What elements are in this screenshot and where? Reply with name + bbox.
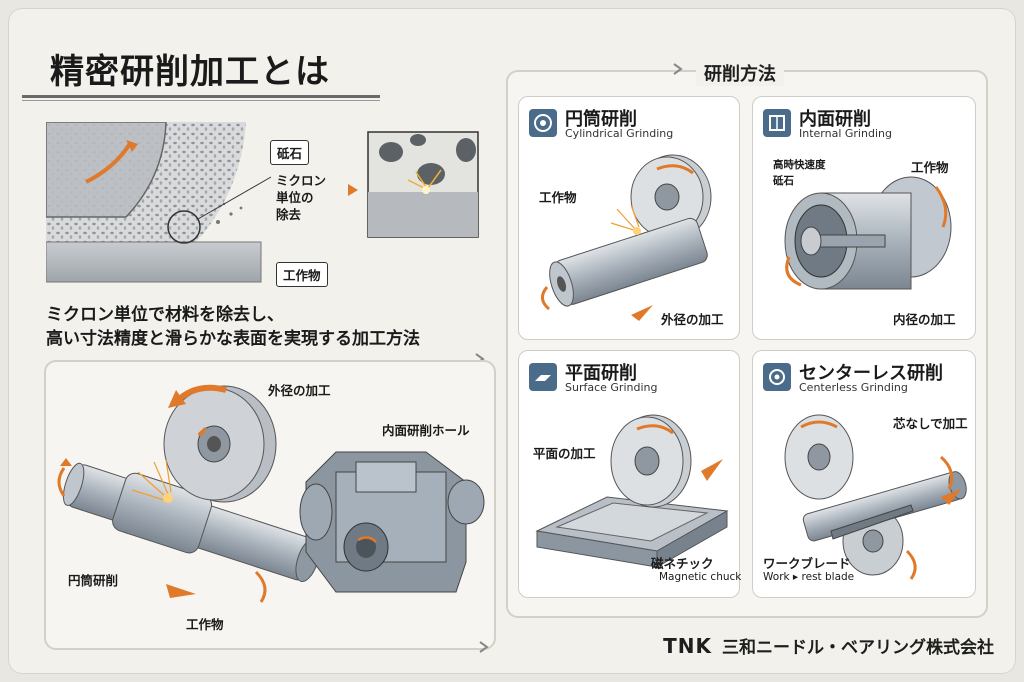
methods-heading: 研削方法 [696,60,784,86]
title-underline [22,95,380,98]
micron-removal-label: ミクロン 単位の 除去 [276,173,327,222]
company-brand: TNK 三和ニードル・ベアリング株式会社 [663,633,994,658]
cylindrical-label: 円筒研削 [68,573,119,588]
int-speed-label: 高時快速度 [773,159,826,171]
methods-heading-arrow [670,62,686,76]
method-subtitle: Internal Grinding [799,127,892,140]
title-underline-thin [22,100,380,101]
description-line-2: 高い寸法精度と滑らかな表面を実現する加工方法 [46,329,420,349]
method-card-surface: 平面研削 Surface Grinding 平面の加工 磁ネチック Magnet… [518,350,742,598]
method-subtitle: Cylindrical Grinding [565,127,674,140]
cl-blade-en-label: Work ▸ rest blade [763,571,855,583]
cylinder-icon [529,109,557,137]
cl-centerless-label: 芯なしで加工 [893,416,968,431]
internal-hole-label: 内面研削ホール [382,423,470,438]
internal-icon [763,109,791,137]
method-card-cylindrical: 円筒研削 Cylindrical Grinding 工作物 外径の加工 [518,96,740,340]
company-name: 三和ニードル・ベアリング株式会社 [722,638,994,658]
grinding-stone-label: 砥石 [270,140,310,165]
cylindrical-grinding-diagram [541,154,712,321]
method-title: センターレス研削 [799,363,943,384]
method-title: 平面研削 [565,363,637,384]
workpiece-label-top: 工作物 [276,262,328,287]
surface-icon [529,363,557,391]
machine-illustration-panel [44,360,496,650]
surf-chuck-en-label: Magnetic chuck [659,571,742,583]
method-title: 内面研削 [799,109,871,130]
int-inner-label: 内径の加工 [893,312,956,327]
cyl-outer-label: 外径の加工 [661,312,724,327]
brand-logo: TNK [663,634,712,658]
method-card-internal: 内面研削 Internal Grinding 高時快速度 砥石 工作物 内径の加… [752,96,976,340]
int-stone-label: 砥石 [773,175,794,187]
description-line-1: ミクロン単位で材料を除去し、 [46,305,284,325]
method-subtitle: Centerless Grinding [799,381,908,394]
centerless-icon [763,363,791,391]
centerless-grinding-diagram [784,414,967,580]
cyl-workpiece-label: 工作物 [539,190,577,205]
surf-chuck-label: 磁ネチック [651,556,714,571]
outer-diameter-label: 外径の加工 [268,383,331,398]
bottom-panel-arrow [476,640,492,654]
page-title: 精密研削加工とは [50,52,330,92]
method-card-centerless: センターレス研削 Centerless Grinding 芯なしで加工 ワークブ… [752,350,976,598]
method-subtitle: Surface Grinding [565,381,658,394]
grinding-closeup-illustration [46,122,486,292]
int-workpiece-label: 工作物 [911,160,949,175]
surf-flat-label: 平面の加工 [533,446,596,461]
surface-grinding-diagram [535,414,729,568]
cl-blade-label: ワークブレード [763,556,851,571]
method-title: 円筒研削 [565,109,637,130]
internal-grinding-diagram [784,176,952,290]
workpiece-label-bottom: 工作物 [186,617,224,632]
